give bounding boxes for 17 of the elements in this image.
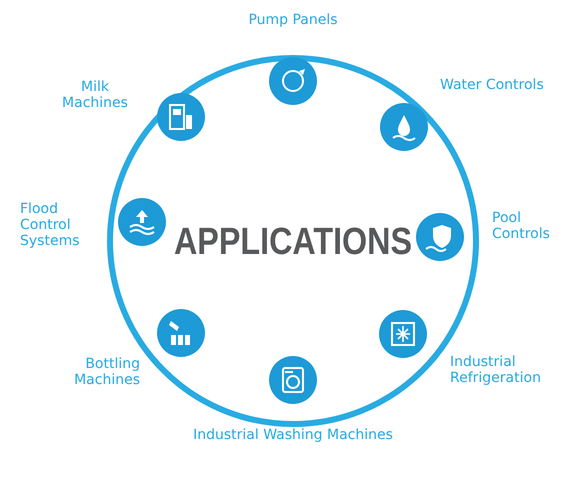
application-label: Bottling Machines	[73, 356, 140, 388]
application-label: Milk Machines	[61, 79, 129, 111]
application-label: Industrial Washing Machines	[192, 427, 394, 443]
machine-icon	[157, 93, 205, 141]
application-label: Pump Panels	[247, 12, 339, 28]
application-label: Pool Controls	[492, 210, 551, 242]
rotation-icon	[269, 57, 317, 105]
washing-machine-icon	[269, 356, 317, 404]
center-title: APPLICATIONS	[172, 221, 414, 264]
application-label: Flood Control Systems	[20, 201, 80, 249]
application-label: Industrial Refrigeration	[450, 354, 542, 386]
snowflake-icon	[379, 310, 427, 358]
water-drop-icon	[380, 103, 428, 151]
application-label: Water Controls	[440, 77, 545, 93]
waves-icon	[118, 198, 166, 246]
shield-icon	[416, 213, 464, 261]
bottles-icon	[157, 309, 205, 357]
